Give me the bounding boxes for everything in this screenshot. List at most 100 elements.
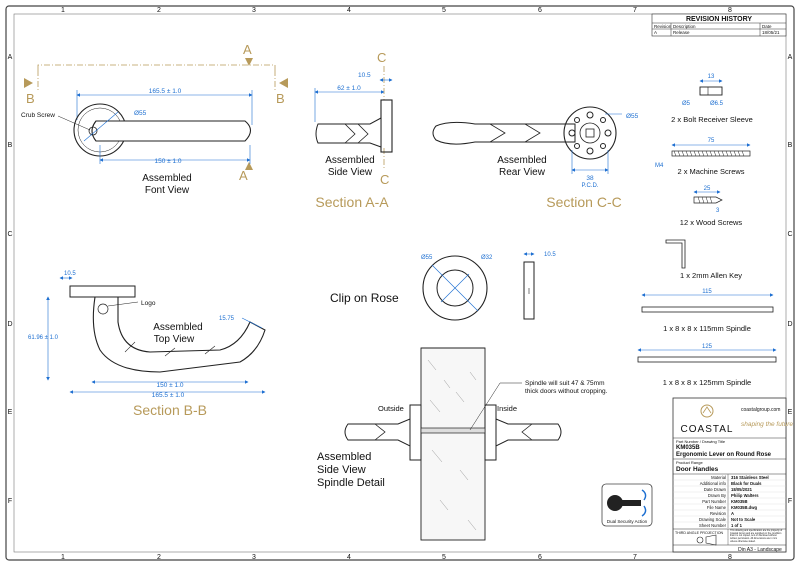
row-label-left: D [7,321,12,328]
column-label-bottom: 5 [442,554,446,561]
row-value: 1 of 1 [731,523,743,528]
dim-pcd-label: P.C.D. [582,183,599,189]
row-label-left: C [7,231,12,238]
column-label-bottom: 4 [347,554,351,561]
part-spindle-125-label: 1 x 8 x 8 x 125mm Spindle [663,378,751,387]
column-label-top: 6 [538,7,542,14]
row-value: 18/05/2021 [731,487,753,492]
row-label: Additional info [700,481,727,486]
dim-lever: 150 ± 1.0 [154,158,181,165]
column-label-bottom: 2 [157,554,161,561]
dual-security-badge: Dual Security Action [601,483,653,527]
row-label-left: E [8,409,13,416]
row-label: Date Drawn [704,487,727,492]
brand-tagline: shaping the future [741,421,793,428]
clip-on-rose: Ø55 Ø32 10.5 Clip on Rose [330,252,556,321]
brand-website: coastalgroup.com [741,407,780,413]
column-label-bottom: 6 [538,554,542,561]
section-a-a-title: Section A-A [315,194,389,210]
product-range-caption: Product Range [676,460,703,465]
rear-view-caption-line1: Assembled [497,155,546,166]
outside-label: Outside [378,404,404,413]
dim-wood-screw-dia: 3 [716,208,720,214]
row-label: Drawn By [708,493,727,498]
crub-screw-label: Crub Screw [21,112,55,119]
part-number-title: KM035B [676,445,700,451]
section-arrow-icon [245,58,253,66]
row-label: Drawing Scale [699,517,727,522]
part-spindle-115-label: 1 x 8 x 8 x 115mm Spindle [663,324,751,333]
row-value: Black for Duals [731,481,762,486]
dim-sleeve-length: 13 [708,74,715,80]
row-label: Revision [710,511,727,516]
top-view-caption-line2: Top View [154,334,195,345]
dim-spindle-125: 125 [702,344,713,350]
dim-screw-length: 75 [708,138,715,144]
description-header: Description [673,24,696,29]
front-view-caption-line2: Font View [145,185,190,196]
clip-rose-side-profile [523,261,535,320]
side-view-caption-line2: Side View [328,167,373,178]
revision-history-title: REVISION HISTORY [686,16,752,23]
row-label-right: D [787,321,792,328]
dim-top-lever: 150 ± 1.0 [156,382,183,389]
dual-security-label: Dual Security Action [607,519,648,524]
rear-view: Ø55 38 P.C.D. Assembled Rear View Sectio… [432,106,639,210]
dim-rose-thickness: 10.5 [358,72,371,79]
rear-view-caption-line2: Rear View [499,167,546,178]
spindle-caption-line2: Side View [317,464,366,476]
top-rose-profile [69,285,136,298]
third-angle-projection-icon [696,536,704,544]
rotate-arrow-icon [641,505,647,517]
allen-key-icon [665,239,686,269]
dim-rear-rose: Ø55 [626,113,639,120]
column-label-top: 7 [633,7,637,14]
lever-outline [91,120,252,142]
dim-top-width: 165.5 ± 1.0 [152,392,185,399]
clip-rose-outer-ring [422,255,488,321]
clip-on-rose-title: Clip on Rose [330,291,399,305]
dim-wood-screw-length: 25 [704,186,711,192]
dim-pcd: 38 [586,175,594,182]
side-view-caption-line1: Assembled [325,155,374,166]
column-label-bottom: 1 [61,554,65,561]
row-label-right: C [787,231,792,238]
row-label-left: A [8,54,13,61]
row-value: KM035B [731,499,748,504]
section-arrow-icon [279,78,288,88]
column-label-bottom: 7 [633,554,637,561]
section-line-a [37,64,276,70]
dim-rose: Ø55 [134,110,147,117]
row-label-left: F [8,498,12,505]
dim-projection: 62 ± 1.0 [337,85,361,92]
row-label: Part Number [702,499,726,504]
rotate-arrow-icon [641,489,647,501]
product-range-value: Door Handles [676,466,719,473]
column-label-top: 5 [442,7,446,14]
row-label-right: E [788,409,793,416]
column-label-top: 1 [61,7,65,14]
spindle-115-drawing [641,306,774,313]
drawing-title: Ergonomic Lever on Round Rose [676,452,772,458]
date-value: 18/05/21 [762,30,780,35]
section-b-b-title: Section B-B [133,402,207,418]
column-label-top: 3 [252,7,256,14]
front-view-caption-line1: Assembled [142,173,191,184]
dim-clip-thickness: 10.5 [544,252,556,258]
dim-clip-inner: Ø32 [481,255,493,261]
logo-label: Logo [141,300,156,307]
row-label: Sheet Number [699,523,727,528]
section-marker-a-top: A [243,42,252,57]
part-wood-screw-label: 12 x Wood Screws [680,218,743,227]
dim-width: 165.5 ± 1.0 [149,88,182,95]
row-label: Material [711,475,726,480]
part-allen-key-label: 1 x 2mm Allen Key [680,271,742,280]
dim-spindle-115: 115 [702,289,712,295]
date-header: Date [762,24,772,29]
column-label-bottom: 3 [252,554,256,561]
dim-clip-outer: Ø55 [421,255,433,261]
coastal-logo-icon [700,404,714,418]
revision-value: A [654,30,657,35]
row-label-right: F [788,498,792,505]
section-c-c-title: Section C-C [546,194,621,210]
